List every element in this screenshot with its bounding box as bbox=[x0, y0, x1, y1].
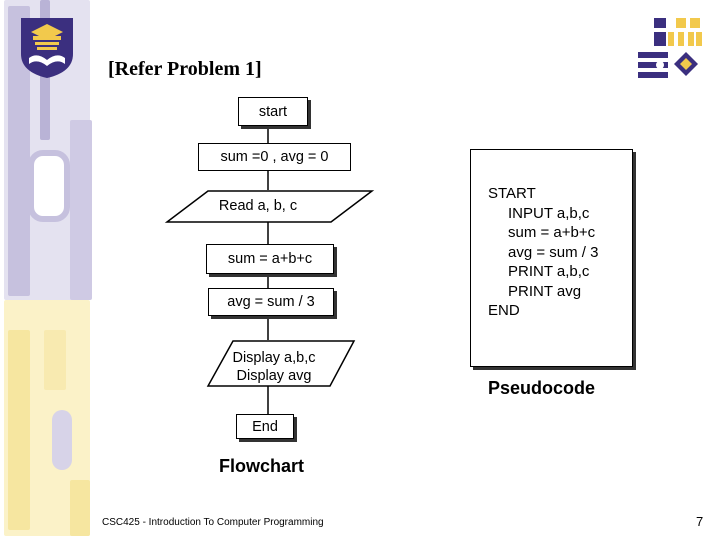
slide-title: [Refer Problem 1] bbox=[108, 58, 262, 80]
end-label: End bbox=[252, 418, 278, 435]
pseudocode-line: PRINT avg bbox=[508, 282, 582, 300]
input-label: Read a, b, c bbox=[218, 198, 298, 214]
pseudocode-caption: Pseudocode bbox=[488, 378, 596, 398]
input-shape bbox=[164, 190, 375, 223]
pseudocode-line: INPUT a,b,c bbox=[508, 204, 590, 222]
start-label: start bbox=[258, 103, 288, 120]
sum-label: sum = a+b+c bbox=[227, 251, 313, 267]
avg-process-node: avg = sum / 3 bbox=[208, 288, 334, 316]
pseudocode-line: avg = sum / 3 bbox=[508, 243, 599, 261]
pseudocode-line: PRINT a,b,c bbox=[508, 263, 590, 280]
brand-mark-icon bbox=[638, 18, 702, 78]
output-label: Display a,b,c Display avg bbox=[212, 349, 336, 385]
init-label: sum =0 , avg = 0 bbox=[220, 149, 329, 165]
sum-process-node: sum = a+b+c bbox=[206, 244, 334, 274]
output-line-1: Display a,b,c bbox=[232, 350, 316, 366]
university-logo-icon bbox=[21, 18, 73, 78]
output-shape bbox=[206, 340, 356, 387]
avg-label: avg = sum / 3 bbox=[227, 294, 315, 310]
init-process-node: sum =0 , avg = 0 bbox=[198, 143, 351, 171]
pseudocode-line: START bbox=[488, 185, 536, 202]
flowchart-caption: Flowchart bbox=[219, 456, 305, 476]
start-node: start bbox=[238, 97, 308, 126]
pseudocode-line: sum = a+b+c bbox=[508, 224, 596, 241]
pseudocode-line: END bbox=[488, 302, 520, 319]
end-node: End bbox=[236, 414, 294, 439]
output-line-2: Display avg bbox=[236, 368, 312, 384]
slide-footer: CSC425 - Introduction To Computer Progra… bbox=[102, 517, 324, 528]
page-number: 7 bbox=[696, 514, 704, 529]
pseudocode-box: START INPUT a,b,c sum = a+b+c avg = sum … bbox=[470, 149, 633, 367]
